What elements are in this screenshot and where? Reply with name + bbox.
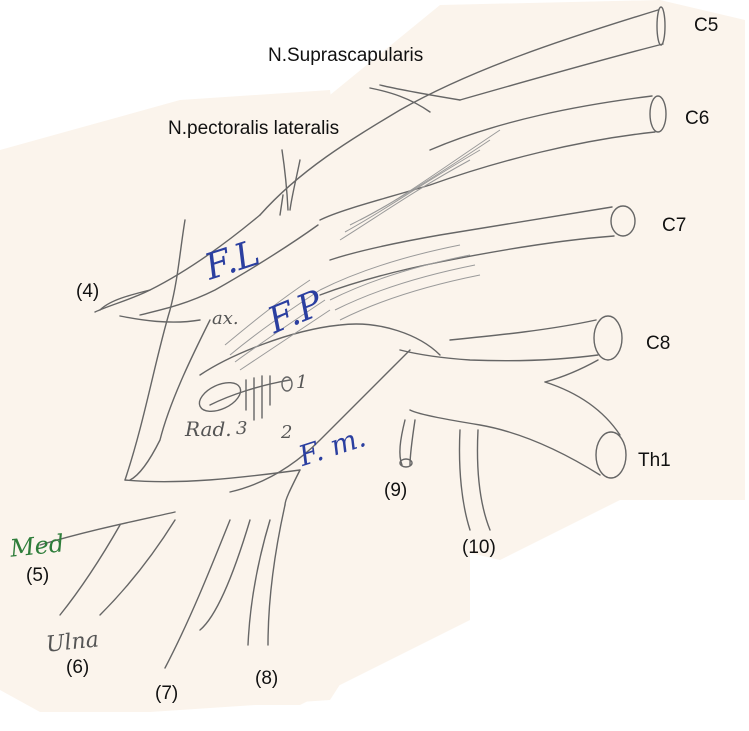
th1-upper-line bbox=[544, 381, 621, 436]
c8-lower-line bbox=[399, 349, 599, 362]
c6-upper-line bbox=[429, 95, 653, 151]
root-c7-end bbox=[610, 205, 636, 237]
nerve-outlines bbox=[39, 6, 667, 669]
label-th1: Th1 bbox=[638, 450, 671, 471]
label-branch-6: (6) bbox=[66, 657, 90, 678]
label-c5: C5 bbox=[694, 15, 719, 36]
branch-5-6-b bbox=[99, 519, 176, 616]
handwritten-1: 1 bbox=[296, 372, 308, 393]
pectoral-branch-3 bbox=[279, 194, 284, 216]
label-branch-7: (7) bbox=[155, 683, 179, 704]
lateral-cord-upper bbox=[94, 214, 261, 313]
handwritten-rad: Rad. bbox=[185, 417, 232, 441]
branch-4-b bbox=[119, 315, 201, 323]
label-branch-10: (10) bbox=[462, 537, 496, 558]
handwritten-2: 2 bbox=[281, 422, 293, 443]
branch-8-b bbox=[267, 504, 286, 646]
label-n-suprascapularis: N.Suprascapularis bbox=[268, 45, 424, 66]
branch-8-a bbox=[247, 519, 271, 646]
label-branch-5: (5) bbox=[26, 565, 50, 586]
handwritten-ax: ax. bbox=[212, 308, 239, 329]
branch-4-a bbox=[99, 289, 151, 311]
arm-outline-bottom bbox=[124, 469, 301, 483]
suprascapular-branch bbox=[379, 84, 461, 101]
c5-upper-line bbox=[259, 9, 659, 216]
th1-lower-line bbox=[409, 409, 601, 476]
branch-9-end bbox=[399, 458, 413, 468]
c5-lower-line bbox=[459, 43, 664, 101]
branch-7-a bbox=[164, 519, 231, 669]
label-branch-8: (8) bbox=[255, 668, 279, 689]
c8-th1-junction bbox=[544, 359, 599, 383]
branch-9-a bbox=[399, 419, 406, 466]
label-branch-4: (4) bbox=[76, 281, 100, 302]
lateral-cord-lower bbox=[139, 224, 319, 316]
label-n-pectoralis-lateralis: N.pectoralis lateralis bbox=[168, 118, 340, 139]
branch-9-b bbox=[409, 419, 416, 466]
branch-7-b bbox=[199, 519, 251, 631]
arm-outline-inner bbox=[129, 319, 211, 481]
branch-5-6-a bbox=[59, 524, 121, 616]
root-c6-end bbox=[649, 95, 667, 133]
arm-outline-left bbox=[124, 219, 186, 481]
c7-upper-line bbox=[329, 206, 613, 261]
label-branch-9: (9) bbox=[384, 480, 408, 501]
root-c8-end bbox=[593, 315, 623, 361]
c8-upper-line bbox=[449, 319, 597, 341]
label-c6: C6 bbox=[685, 108, 710, 129]
shaded-fibres bbox=[224, 129, 501, 371]
branch-10-b bbox=[476, 429, 491, 531]
handwritten-med: Med bbox=[8, 529, 66, 563]
branch-10-a bbox=[458, 429, 471, 531]
label-c7: C7 bbox=[662, 215, 687, 236]
median-branch bbox=[39, 511, 176, 546]
pectoral-branch-1 bbox=[281, 149, 289, 211]
pectoral-branch-2 bbox=[289, 159, 301, 211]
posterior-cord-upper bbox=[199, 323, 441, 376]
branch-8-root bbox=[284, 469, 301, 506]
label-c8: C8 bbox=[646, 333, 671, 354]
root-th1-end bbox=[595, 431, 627, 479]
suprascapular-branch-2 bbox=[369, 87, 431, 113]
medial-cord-upper bbox=[229, 349, 411, 493]
c6-lower-line bbox=[319, 131, 656, 221]
paper-background bbox=[0, 0, 745, 712]
handwritten-3: 3 bbox=[236, 418, 248, 439]
branch-1-end bbox=[281, 376, 293, 392]
radial-cut-end bbox=[198, 381, 242, 413]
